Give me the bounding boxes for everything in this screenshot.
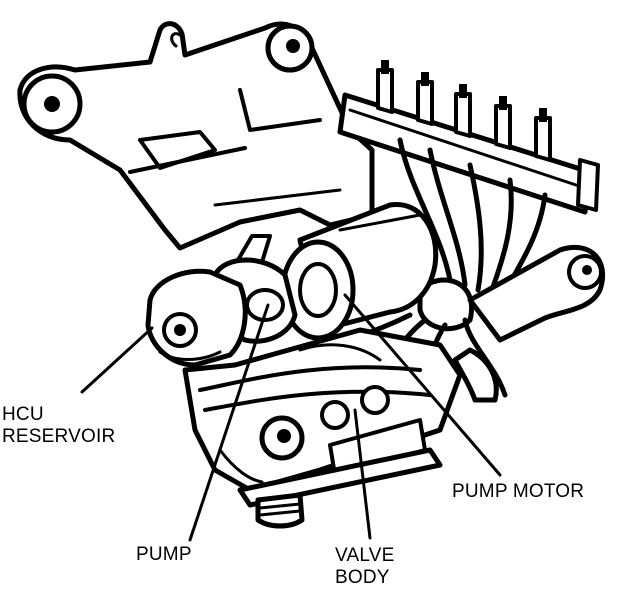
leader-lines (80, 293, 502, 542)
label-reservoir: RESERVOIR (2, 426, 116, 447)
leader-hcu-reservoir (80, 326, 154, 394)
label-valve: VALVE (335, 545, 395, 566)
label-pump-motor: PUMP MOTOR (452, 481, 585, 502)
leader-valve-body (353, 408, 372, 540)
pump-motor (280, 201, 439, 341)
label-body: BODY (335, 567, 390, 588)
valve-body (182, 327, 463, 493)
base-plate (237, 447, 443, 529)
leader-pump-motor (343, 293, 502, 477)
label-hcu: HCU (2, 404, 44, 425)
connector-pins (376, 60, 552, 162)
hcu-reservoir (145, 268, 248, 368)
mounting-bracket (17, 21, 375, 251)
label-pump: PUMP (136, 544, 192, 565)
electrical-connector (337, 60, 600, 215)
leader-pump (188, 303, 270, 542)
right-bracket-arm (452, 244, 606, 403)
